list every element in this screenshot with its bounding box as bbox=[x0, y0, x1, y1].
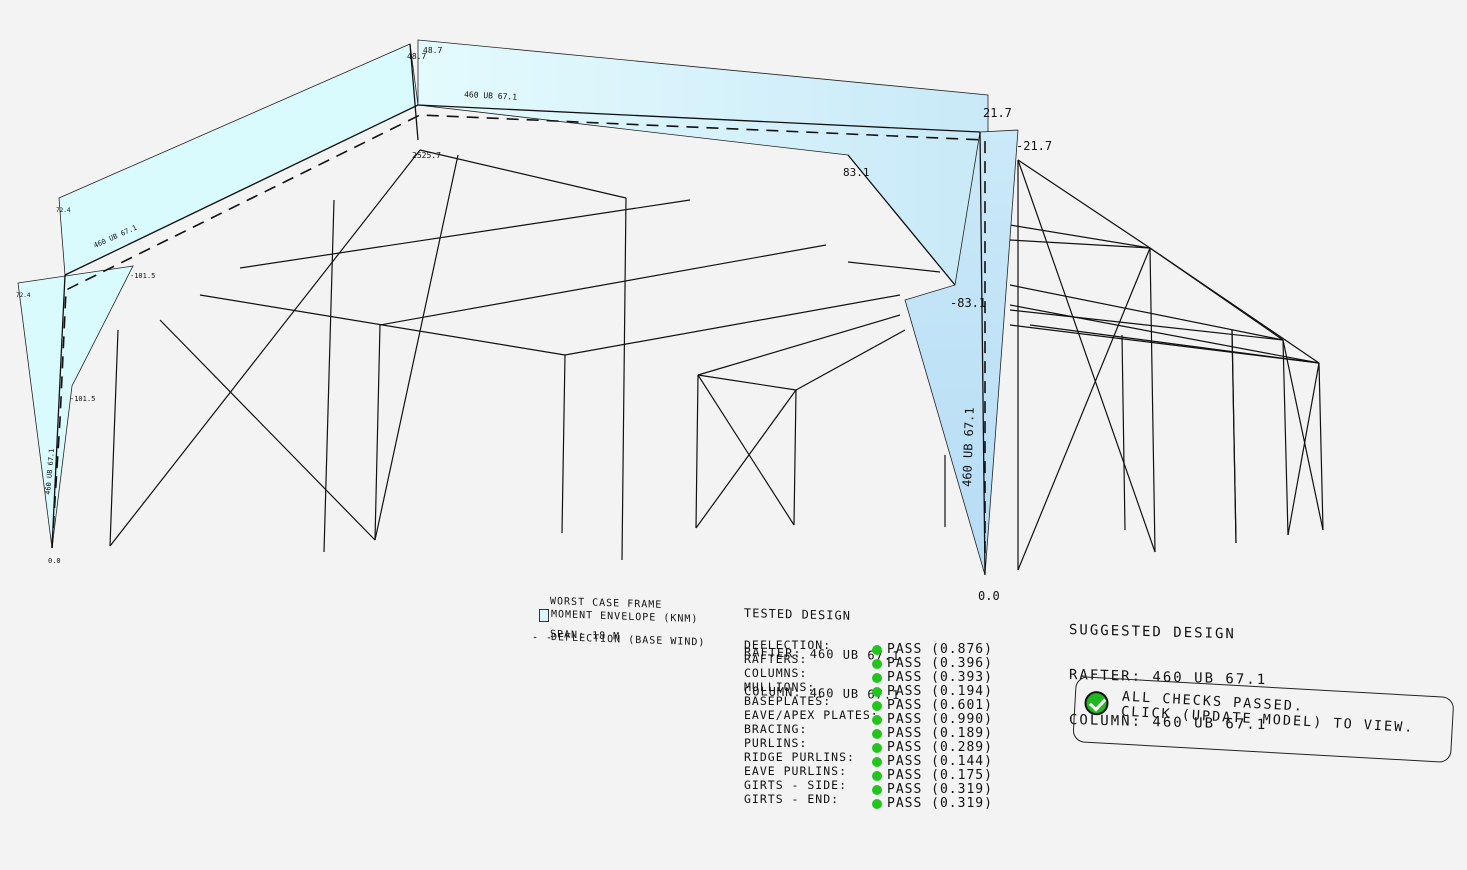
check-result: PASS (0.319) bbox=[887, 796, 993, 811]
check-result: PASS (0.396) bbox=[887, 656, 993, 671]
label-right-83-1-b: -83.1 bbox=[950, 296, 986, 310]
check-label: RIDGE PURLINS: bbox=[744, 750, 855, 764]
pass-status-dot-icon bbox=[872, 799, 882, 809]
check-result: PASS (0.990) bbox=[887, 712, 993, 727]
check-label: MULLIONS: bbox=[744, 680, 816, 694]
check-label: COLUMNS: bbox=[744, 666, 808, 680]
check-label: RAFTERS: bbox=[744, 652, 808, 666]
check-result: PASS (0.393) bbox=[887, 670, 993, 685]
legend-deflection-dash: - - bbox=[532, 632, 554, 644]
label-left-top-b: 48.7 bbox=[423, 46, 442, 55]
label-right-base: 0.0 bbox=[978, 589, 1000, 603]
pass-status-dot-icon bbox=[872, 771, 882, 781]
tested-design-heading: TESTED DESIGN bbox=[744, 606, 851, 623]
steel-frame-wireframe bbox=[109, 149, 1324, 571]
label-left-base: 0.0 bbox=[48, 557, 61, 565]
check-result: PASS (0.601) bbox=[887, 698, 993, 713]
pass-status-dot-icon bbox=[872, 701, 882, 711]
check-result: PASS (0.289) bbox=[887, 740, 993, 755]
pass-status-dot-icon bbox=[872, 687, 882, 697]
pass-status-dot-icon bbox=[872, 743, 882, 753]
moment-envelope-left-column bbox=[17, 265, 134, 549]
label-right-21-7-b: -21.7 bbox=[1016, 139, 1052, 153]
pass-status-dot-icon bbox=[872, 729, 882, 739]
label-left-mid: 2525.7 bbox=[412, 151, 441, 160]
check-label: GIRTS - END: bbox=[744, 792, 840, 806]
label-left-col-top: 72.4 bbox=[56, 207, 71, 214]
check-result: PASS (0.319) bbox=[887, 782, 993, 797]
check-label: PURLINS: bbox=[744, 736, 808, 750]
suggested-design-heading: SUGGESTED DESIGN bbox=[1069, 622, 1236, 643]
check-result: PASS (0.194) bbox=[887, 684, 993, 699]
check-label: GIRTS - SIDE: bbox=[744, 778, 848, 792]
label-left-col-top2: 72.4 bbox=[16, 292, 31, 299]
check-result: PASS (0.175) bbox=[887, 768, 993, 783]
check-label: EAVE PURLINS: bbox=[744, 764, 848, 778]
deflection-shape bbox=[51, 114, 986, 560]
check-label: DEFLECTION: bbox=[744, 638, 832, 652]
check-circle-icon bbox=[1083, 690, 1110, 716]
moment-envelope-right-column bbox=[904, 129, 1019, 576]
label-right-21-7-a: 21.7 bbox=[983, 106, 1012, 120]
label-right-column: 460 UB 67.1 bbox=[960, 407, 977, 487]
label-left-101-b: -101.5 bbox=[70, 395, 95, 403]
check-result: PASS (0.144) bbox=[887, 754, 993, 769]
check-result: PASS (0.189) bbox=[887, 726, 993, 741]
label-left-101-a: -101.5 bbox=[130, 272, 155, 280]
label-top-rafter: 460 UB 67.1 bbox=[464, 90, 518, 102]
pass-status-dot-icon bbox=[872, 715, 882, 725]
pass-status-dot-icon bbox=[872, 785, 882, 795]
label-left-top-a: 48.7 bbox=[407, 52, 426, 61]
pass-status-dot-icon bbox=[872, 673, 882, 683]
label-right-83-1-a: 83.1 bbox=[843, 166, 870, 179]
pass-status-dot-icon bbox=[872, 757, 882, 767]
check-label: EAVE/APEX PLATES: bbox=[744, 708, 879, 722]
check-label: BRACING: bbox=[744, 722, 808, 736]
notice-message: ALL CHECKS PASSED. CLICK (UPDATE MODEL) … bbox=[1121, 689, 1416, 736]
check-label: BASEPLATES: bbox=[744, 694, 832, 708]
pass-status-dot-icon bbox=[872, 659, 882, 669]
check-result: PASS (0.876) bbox=[887, 642, 993, 657]
moment-envelope-top-rafter bbox=[417, 39, 989, 286]
moment-envelope-swatch bbox=[539, 609, 549, 622]
pass-status-dot-icon bbox=[872, 645, 882, 655]
